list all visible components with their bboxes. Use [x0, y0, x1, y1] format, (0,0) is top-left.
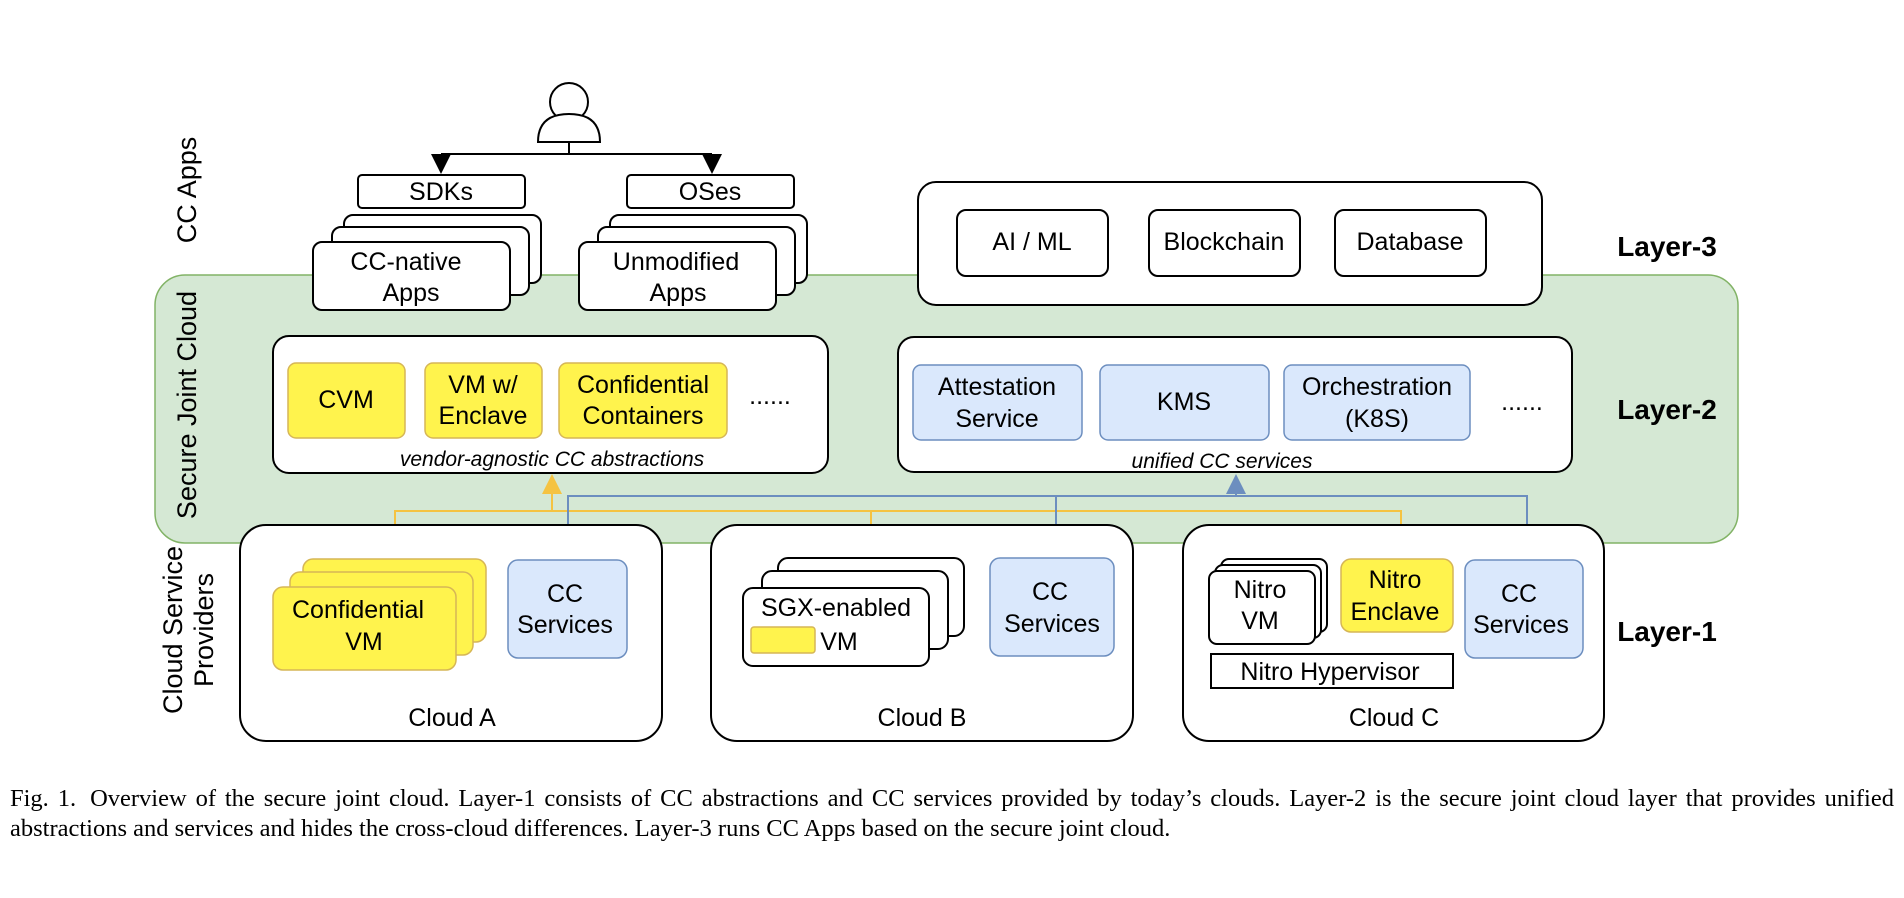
attestation-service-label-line2: Service	[955, 405, 1038, 433]
csp-side-label-line1: Cloud Service	[158, 546, 188, 714]
unmodified-apps-stack	[578, 214, 808, 311]
confidential-containers-label-line2: Containers	[583, 402, 704, 430]
sdks-label: SDKs	[409, 178, 473, 206]
oses-label: OSes	[679, 178, 742, 206]
abstraction-connectors	[394, 474, 1402, 525]
cloud-c-cc-services-label-line2: Services	[1473, 611, 1569, 639]
nitro-hypervisor-label: Nitro Hypervisor	[1240, 658, 1419, 686]
vm-enclave-box	[424, 362, 543, 439]
cloud-c-name: Cloud C	[1349, 704, 1439, 732]
cloud-a-cc-services-box	[507, 559, 628, 659]
unmodified-apps-label-line1: Unmodified	[613, 248, 739, 276]
orchestration-box	[1283, 364, 1471, 441]
sgx-vm-label-line1: SGX-enabled	[761, 594, 911, 622]
cloud-b-cc-services-box	[989, 557, 1115, 657]
cloud-a-cc-services-label-line1: CC	[547, 580, 583, 608]
cloud-a-name: Cloud A	[408, 704, 496, 732]
orchestration-label-line2: (K8S)	[1345, 405, 1409, 433]
cc-native-apps-stack	[312, 214, 542, 311]
cc-native-apps-label-line2: Apps	[383, 279, 440, 307]
cc-apps-side-label: CC Apps	[172, 137, 202, 244]
figure-label: Fig. 1.	[10, 785, 77, 812]
cloud-c-cc-services-box	[1464, 559, 1584, 659]
sdks-box	[357, 174, 526, 209]
database-label: Database	[1356, 228, 1463, 256]
cloud-b-name: Cloud B	[878, 704, 967, 732]
nitro-vm-label-line1: Nitro	[1234, 576, 1287, 604]
nitro-vm-stack	[1208, 558, 1328, 645]
csp-side-label-line2: Providers	[189, 573, 219, 687]
cloud-c-cc-services-label-line1: CC	[1501, 580, 1537, 608]
secure-joint-cloud-side-label: Secure Joint Cloud	[172, 291, 202, 519]
attestation-service-label-line1: Attestation	[938, 373, 1056, 401]
figure-caption-text: Overview of the secure joint cloud. Laye…	[10, 785, 1894, 842]
layer3-label: Layer-3	[1617, 231, 1717, 262]
figure-caption: Fig. 1.Overview of the secure joint clou…	[10, 784, 1894, 844]
abstractions-more: ......	[749, 382, 791, 410]
cvm-box	[287, 362, 406, 439]
cloud-a-cc-services-label-line2: Services	[517, 611, 613, 639]
database-box	[1334, 209, 1487, 277]
orchestration-label-line1: Orchestration	[1302, 373, 1452, 401]
unmodified-apps-label-line2: Apps	[650, 279, 707, 307]
ai-ml-label: AI / ML	[992, 228, 1071, 256]
vm-enclave-label-line2: Enclave	[439, 402, 528, 430]
nitro-enclave-label-line1: Nitro	[1369, 566, 1422, 594]
architecture-diagram: CC Apps Secure Joint Cloud Cloud Service…	[154, 82, 1739, 742]
confidential-containers-label-line1: Confidential	[577, 371, 709, 399]
cloud-b-cc-services-label-line2: Services	[1004, 610, 1100, 638]
abstractions-caption: vendor-agnostic CC abstractions	[400, 448, 705, 471]
confidential-vm-label-line2: VM	[345, 628, 383, 656]
blockchain-box	[1148, 209, 1301, 277]
oses-box	[626, 174, 795, 209]
sgx-vm-label-line2: VM	[820, 628, 858, 656]
nitro-vm-label-line2: VM	[1241, 607, 1279, 635]
layer1-label: Layer-1	[1617, 616, 1717, 647]
services-more: ......	[1501, 388, 1543, 416]
cc-native-apps-label-line1: CC-native	[350, 248, 461, 276]
sgx-enclave-chip	[750, 626, 816, 654]
confidential-vm-stack	[272, 558, 487, 671]
nitro-hypervisor-box	[1210, 653, 1454, 689]
confidential-containers-box	[558, 362, 728, 439]
user-fork-arrows	[431, 142, 722, 174]
nitro-enclave-label-line2: Enclave	[1351, 598, 1440, 626]
confidential-vm-label-line1: Confidential	[292, 596, 424, 624]
attestation-service-box	[912, 364, 1083, 441]
kms-label: KMS	[1157, 388, 1211, 416]
layer2-label: Layer-2	[1617, 394, 1717, 425]
services-caption: unified CC services	[1132, 450, 1313, 473]
cvm-label: CVM	[318, 386, 374, 414]
ai-ml-box	[956, 209, 1109, 277]
blockchain-label: Blockchain	[1164, 228, 1285, 256]
cloud-b-cc-services-label-line1: CC	[1032, 578, 1068, 606]
vm-enclave-label-line1: VM w/	[448, 371, 518, 399]
kms-box	[1099, 364, 1270, 441]
user-icon	[536, 82, 602, 143]
nitro-enclave-box	[1340, 558, 1454, 633]
